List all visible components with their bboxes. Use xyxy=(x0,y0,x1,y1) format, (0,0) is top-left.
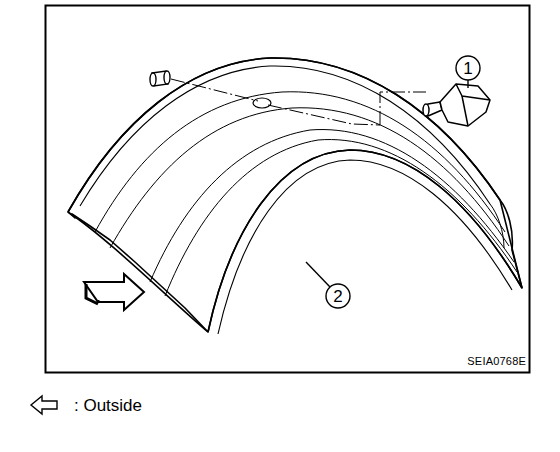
oil-jet xyxy=(423,84,490,126)
callout-circle xyxy=(306,56,480,308)
bearing-shell xyxy=(68,58,522,334)
dowel-pin xyxy=(150,71,170,86)
figure-frame xyxy=(46,6,530,373)
legend-text: : Outside xyxy=(74,397,142,414)
outside-arrow-shadow xyxy=(86,284,98,304)
legend-arrow-symbol xyxy=(31,396,57,414)
callout-number: 1 xyxy=(458,60,478,77)
callout-number: 2 xyxy=(328,288,348,305)
figure-code: SEIA0768E xyxy=(467,356,526,367)
assembly-guide-line xyxy=(171,79,426,125)
outside-arrow-shadow xyxy=(97,300,100,302)
outside-arrow xyxy=(84,274,144,310)
